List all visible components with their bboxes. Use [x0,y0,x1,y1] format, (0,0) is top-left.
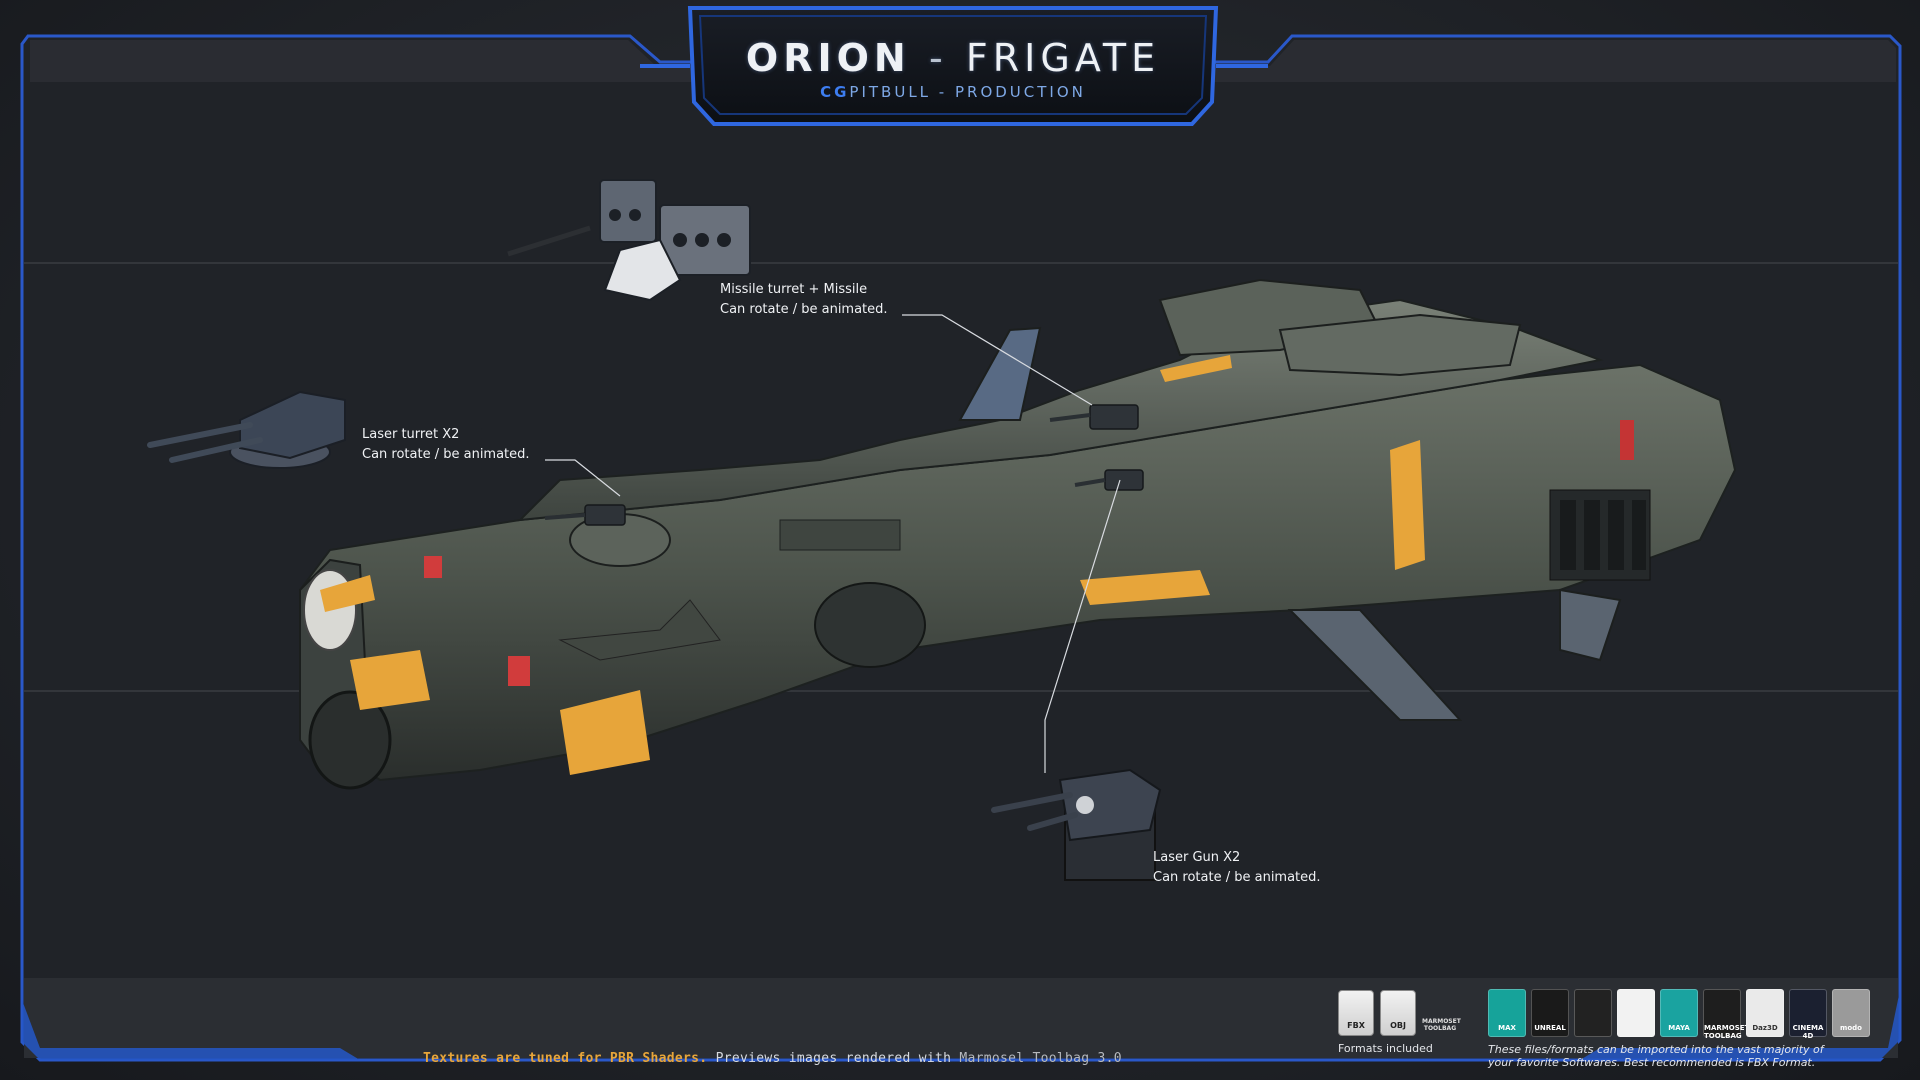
laser-gun-model [991,768,1162,881]
maya-icon: MAYA [1660,989,1698,1037]
callout-leaders [545,314,1121,773]
title-separator: - [928,36,948,80]
laser-turret-model [147,390,346,469]
software-caption: These files/formats can be imported into… [1488,1043,1824,1069]
studio-name: PITBULL - PRODUCTION [849,83,1086,101]
formats-caption: Formats included [1338,1042,1433,1055]
missile-turret-model [507,179,751,302]
callout-laser-gun: Laser Gun X2 Can rotate / be animated. [1153,848,1321,888]
studio-credit: CGPITBULL - PRODUCTION [700,83,1206,101]
footer-middle: Previews images rendered with [707,1051,960,1066]
unreal-engine-icon: UNREAL [1531,989,1569,1037]
modo-icon: modo [1832,989,1870,1037]
marmoset-format-icon: MARMOSET TOOLBAG [1422,1018,1461,1032]
callout-laser-turret: Laser turret X2 Can rotate / be animated… [362,425,530,465]
footer-tool: Marmosel Toolbag 3.0 [959,1051,1122,1066]
title-name: ORION [745,36,911,80]
fbx-format-icon: FBX [1338,990,1374,1036]
title-plate [687,6,1219,126]
marmoset-icon: MARMOSET TOOLBAG [1703,989,1749,1040]
unity-icon [1574,989,1612,1037]
callout-missile-turret: Missile turret + Missile Can rotate / be… [720,280,888,320]
cinema4d-icon: CINEMA 4D [1789,989,1827,1040]
obj-format-icon: OBJ [1380,990,1416,1036]
daz3d-icon: Daz3D [1746,989,1784,1037]
studio-prefix: CG [820,83,850,101]
footer-highlight: Textures are tuned for PBR Shaders. [423,1051,708,1066]
callout-title: Laser Gun X2 [1153,850,1241,865]
page-title: ORION - FRIGATE [700,36,1206,80]
callout-title: Laser turret X2 [362,427,460,442]
callout-desc: Can rotate / be animated. [1153,870,1321,885]
title-type: FRIGATE [965,36,1161,80]
3ds-max-icon: MAX [1488,989,1526,1037]
render-footer: Textures are tuned for PBR Shaders. Prev… [423,1051,1122,1066]
callout-desc: Can rotate / be animated. [362,447,530,462]
blender-icon [1617,989,1655,1037]
callout-desc: Can rotate / be animated. [720,302,888,317]
frigate-ship [298,278,1737,790]
callout-title: Missile turret + Missile [720,282,868,297]
